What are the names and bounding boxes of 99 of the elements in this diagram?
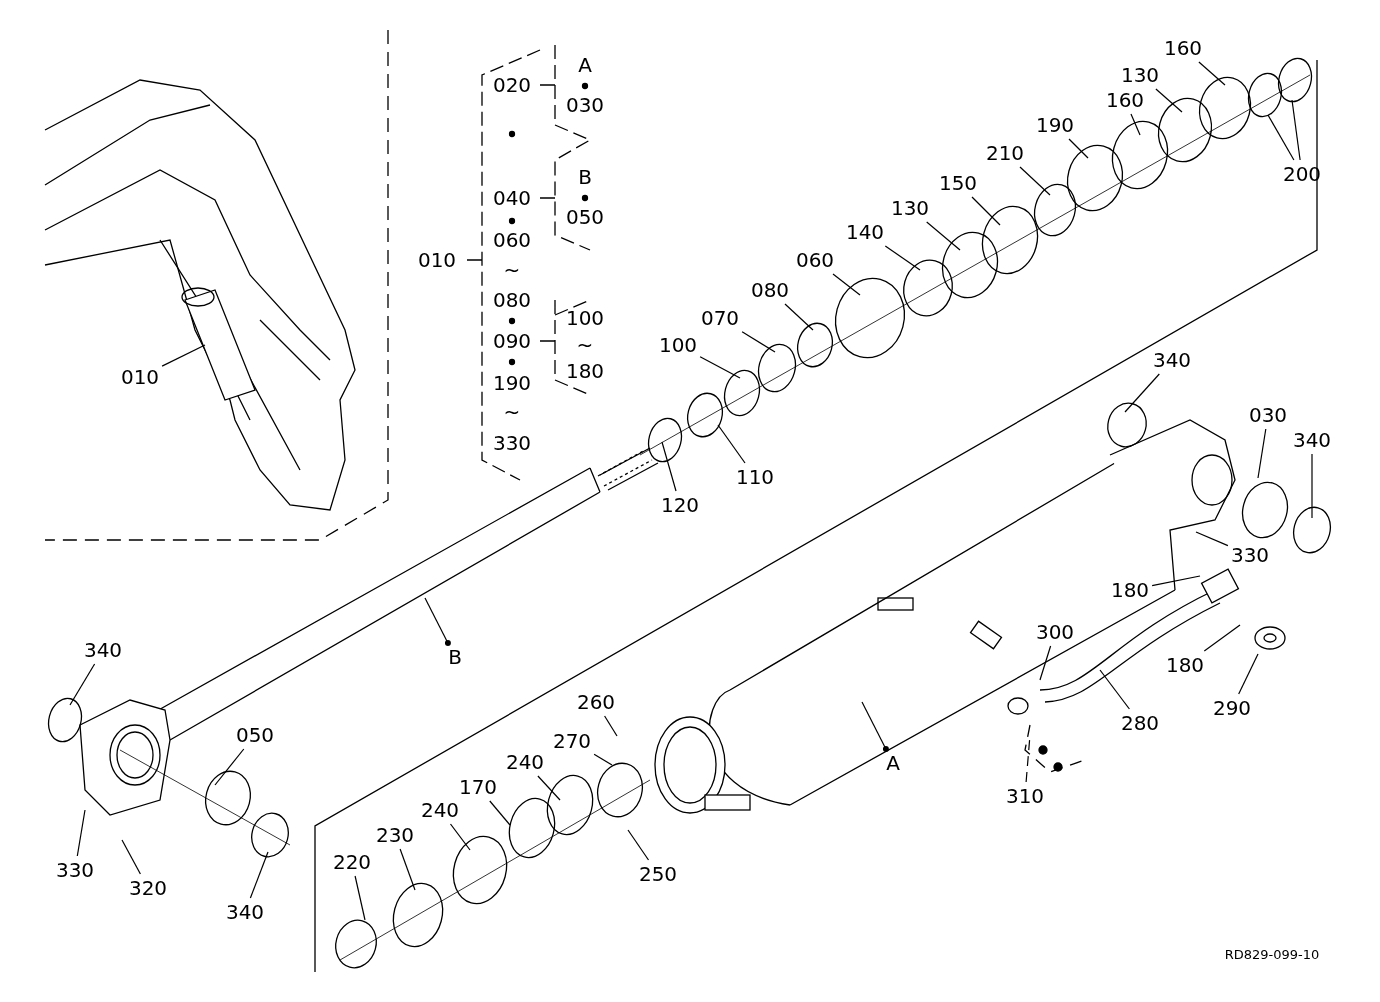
leader-line bbox=[161, 344, 206, 367]
leader-line bbox=[884, 245, 921, 271]
leader-line bbox=[449, 823, 471, 851]
leader-line bbox=[832, 273, 861, 296]
callout-number: 160 bbox=[1163, 36, 1203, 60]
callout-number: 310 bbox=[1005, 784, 1045, 808]
callout-number: 240 bbox=[420, 798, 460, 822]
callout-number: 010 bbox=[120, 365, 160, 389]
callout-number: 280 bbox=[1120, 711, 1160, 735]
callout-number: 330 bbox=[55, 858, 95, 882]
callout-number: 330 bbox=[1230, 543, 1270, 567]
callout-number: 160 bbox=[1105, 88, 1145, 112]
leader-line bbox=[121, 839, 141, 875]
callout-number: 340 bbox=[1152, 348, 1192, 372]
callout-number: 170 bbox=[458, 775, 498, 799]
reference-letter: B bbox=[448, 645, 462, 669]
callout-number: 120 bbox=[660, 493, 700, 517]
callout-number: 300 bbox=[1035, 620, 1075, 644]
leader-line bbox=[1257, 428, 1267, 479]
range-sign: ~ bbox=[576, 333, 594, 357]
leader-line bbox=[1195, 531, 1229, 547]
leader-line bbox=[1039, 645, 1052, 681]
reference-letter: A bbox=[578, 53, 592, 77]
callout-number: 270 bbox=[552, 729, 592, 753]
callout-number: 250 bbox=[638, 862, 678, 886]
leader-line bbox=[69, 663, 96, 706]
leader-line bbox=[926, 221, 961, 251]
callout-number: 140 bbox=[845, 220, 885, 244]
callout-number: 100 bbox=[658, 333, 698, 357]
callout-number: 320 bbox=[128, 876, 168, 900]
part-number: 060 bbox=[492, 228, 532, 252]
callout-number: 130 bbox=[890, 196, 930, 220]
leader-line bbox=[214, 748, 245, 786]
leader-line bbox=[717, 424, 746, 464]
callout-number: 260 bbox=[576, 690, 616, 714]
leader-line bbox=[354, 875, 366, 921]
leader-line bbox=[1019, 166, 1051, 196]
leader-line bbox=[1068, 138, 1089, 159]
leader-line bbox=[249, 851, 269, 899]
leader-line bbox=[699, 356, 741, 379]
callout-number: 050 bbox=[235, 723, 275, 747]
callout-number: 130 bbox=[1120, 63, 1160, 87]
leader-line bbox=[784, 303, 814, 331]
callout-number: 340 bbox=[1292, 428, 1332, 452]
leader-line bbox=[1267, 114, 1295, 161]
callout-number: 070 bbox=[700, 306, 740, 330]
part-number: 190 bbox=[492, 371, 532, 395]
callout-number: 340 bbox=[225, 900, 265, 924]
leader-line bbox=[1238, 653, 1259, 695]
callout-number: 220 bbox=[332, 850, 372, 874]
leader-line bbox=[1155, 88, 1183, 113]
leader-line bbox=[593, 753, 613, 766]
callout-number: 210 bbox=[985, 141, 1025, 165]
leader-line bbox=[489, 800, 511, 826]
range-sign: ~ bbox=[503, 400, 521, 424]
leader-line bbox=[76, 809, 86, 857]
leader-line bbox=[741, 331, 776, 353]
leader-line bbox=[1203, 624, 1241, 652]
leader-line bbox=[861, 701, 889, 752]
part-number: 050 bbox=[565, 205, 605, 229]
range-sign: ~ bbox=[503, 258, 521, 282]
leader-line bbox=[1151, 575, 1201, 587]
leader-line bbox=[1198, 61, 1226, 86]
callout-number: 110 bbox=[735, 465, 775, 489]
drawing-code: RD829-099-10 bbox=[1224, 948, 1320, 962]
part-number: 330 bbox=[492, 431, 532, 455]
leader-line bbox=[1130, 113, 1141, 136]
part-number: 180 bbox=[565, 359, 605, 383]
callout-number: 190 bbox=[1035, 113, 1075, 137]
part-number: 010 bbox=[417, 248, 457, 272]
callout-number: 150 bbox=[938, 171, 978, 195]
leader-line bbox=[1124, 373, 1160, 413]
leader-line bbox=[399, 848, 416, 891]
part-number: 100 bbox=[565, 306, 605, 330]
leader-line bbox=[424, 597, 451, 646]
leader-line bbox=[1291, 99, 1301, 161]
callout-number: 290 bbox=[1212, 696, 1252, 720]
callout-number: 240 bbox=[505, 750, 545, 774]
callout-number: 080 bbox=[750, 278, 790, 302]
part-number: 090 bbox=[492, 329, 532, 353]
reference-letter: B bbox=[578, 165, 592, 189]
part-number: 020 bbox=[492, 73, 532, 97]
leader-line bbox=[1311, 453, 1313, 519]
reference-letter: A bbox=[886, 751, 900, 775]
callout-number: 180 bbox=[1165, 653, 1205, 677]
callout-number: 230 bbox=[375, 823, 415, 847]
callout-number: 340 bbox=[83, 638, 123, 662]
leader-line bbox=[1099, 669, 1130, 710]
part-number: 030 bbox=[565, 93, 605, 117]
leader-line bbox=[661, 441, 677, 492]
leader-line bbox=[627, 829, 650, 861]
part-number: 080 bbox=[492, 288, 532, 312]
leader-line bbox=[604, 715, 618, 737]
callout-number: 060 bbox=[795, 248, 835, 272]
leader-line bbox=[971, 196, 1001, 226]
part-number: 040 bbox=[492, 186, 532, 210]
leader-line bbox=[537, 775, 561, 801]
callout-number: 030 bbox=[1248, 403, 1288, 427]
callout-number: 180 bbox=[1110, 578, 1150, 602]
